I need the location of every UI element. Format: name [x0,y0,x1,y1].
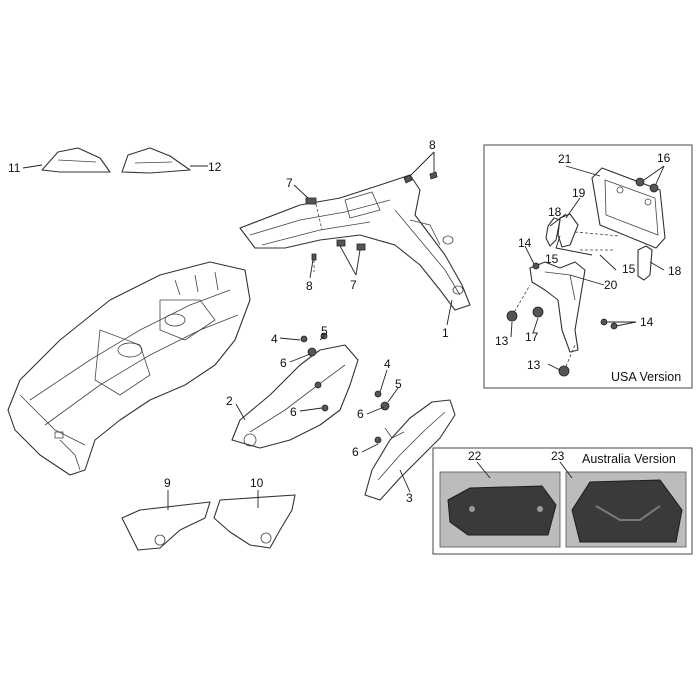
part-2-side-panel [231,344,359,449]
rear-undertray [7,261,251,476]
callout-6b: 6 [290,405,297,419]
callout-6c: 6 [357,407,364,421]
fastener-hardware-right-panel [374,390,390,444]
callout-10: 10 [250,476,264,490]
callout-7a: 7 [286,176,293,190]
part-23-mudguard [571,479,683,543]
callout-19: 19 [572,186,586,200]
callout-16: 16 [657,151,671,165]
callout-15b: 15 [622,262,636,276]
callout-9: 9 [164,476,171,490]
callout-18b: 18 [668,264,682,278]
australia-version-label: Australia Version [582,452,676,466]
callout-13b: 13 [527,358,541,372]
callout-6d: 6 [352,445,359,459]
callout-8b: 8 [306,279,313,293]
callout-8a: 8 [429,138,436,152]
callout-labels: 11 12 1 2 3 4 5 6 6 4 5 6 6 7 7 8 8 9 10… [8,138,682,505]
callout-15a: 15 [545,252,559,266]
part-10-trim [213,494,296,549]
callout-12: 12 [208,160,222,174]
callout-6a: 6 [280,356,287,370]
usa-version-inset: USA Version [483,144,693,389]
callout-11: 11 [8,161,21,175]
callout-17: 17 [525,330,539,344]
part-1-rear-bracket [239,174,471,311]
callout-2: 2 [226,394,233,408]
leader-lines [22,151,665,510]
callout-18a: 18 [548,205,562,219]
part-9-trim [121,501,211,551]
callout-4b: 4 [384,357,391,371]
fastener-hardware-upper [305,171,438,272]
callout-5b: 5 [395,377,402,391]
callout-22: 22 [468,449,482,463]
callout-14a: 14 [518,236,532,250]
part-22-mudguard [447,485,557,536]
callout-3: 3 [406,491,413,505]
callout-7b: 7 [350,278,357,292]
callout-1: 1 [442,326,449,340]
australia-version-inset: Australia Version [432,447,693,555]
callout-21: 21 [558,152,572,166]
callout-4a: 4 [271,332,278,346]
callout-14b: 14 [640,315,654,329]
part-12-trim [121,147,191,174]
usa-version-label: USA Version [611,370,681,384]
callout-23: 23 [551,449,565,463]
part-11-trim [41,147,111,173]
callout-13a: 13 [495,334,509,348]
callout-5a: 5 [321,324,328,338]
callout-20: 20 [604,278,618,292]
part-3-side-panel [364,399,456,501]
